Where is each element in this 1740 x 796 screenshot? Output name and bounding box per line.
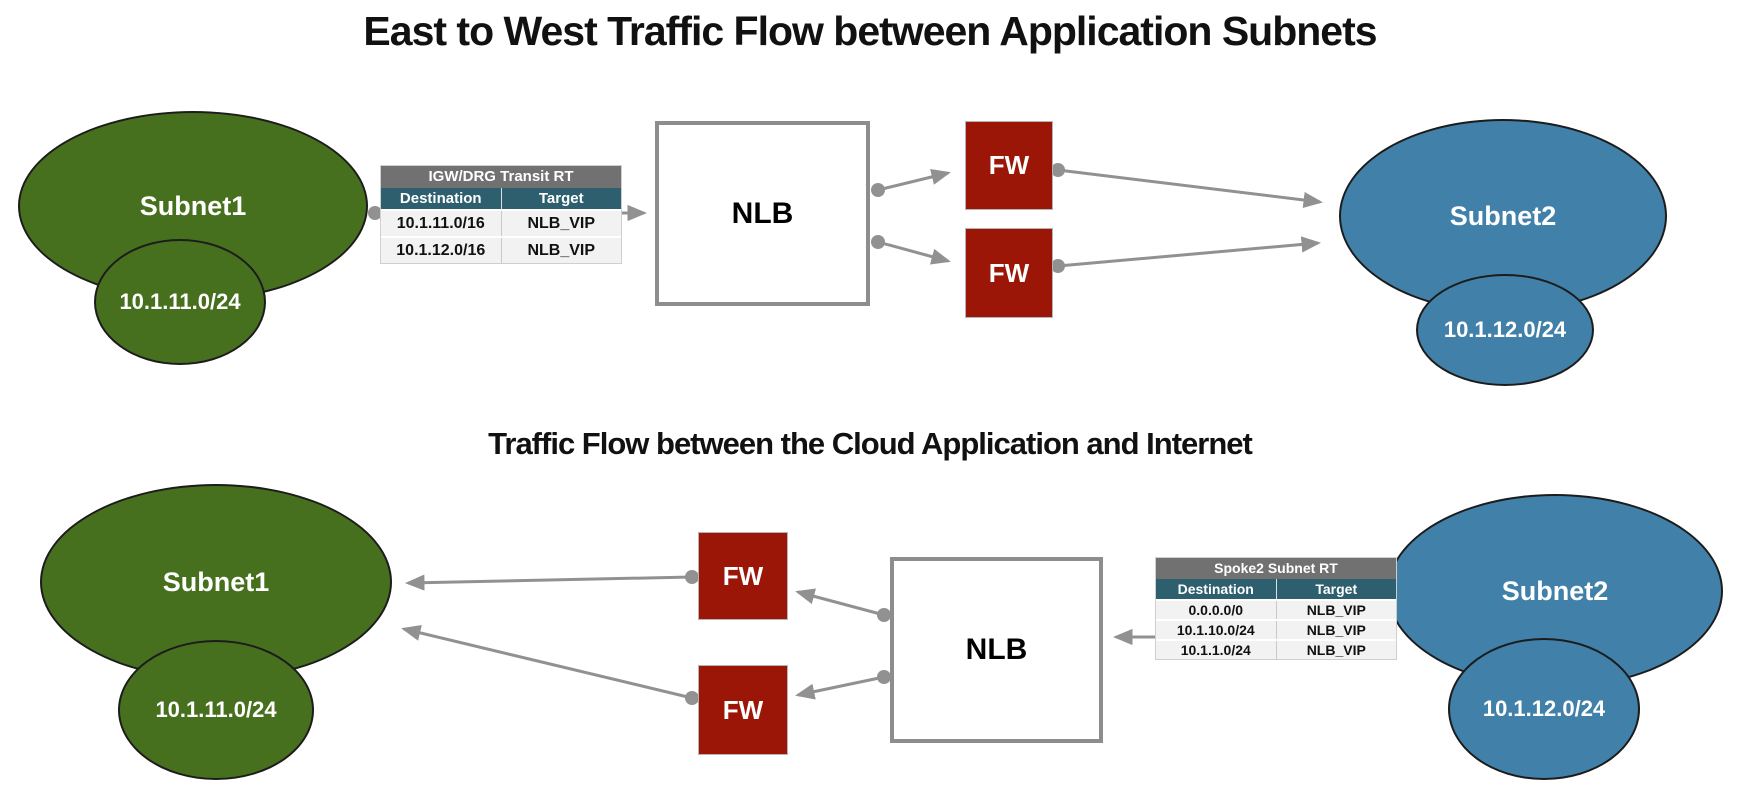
diagram1-route-table-header: Destination Target [381, 188, 621, 209]
diagram2-arrow-nlb-to-fw1 [795, 588, 885, 617]
diagram1-subnet1-cidr-ellipse: 10.1.11.0/24 [94, 239, 266, 365]
cell-target: NLB_VIP [1275, 621, 1397, 639]
diagram1-arrow-fw1-to-subnet2 [1057, 168, 1323, 209]
diagram2-subnet2-cidr-ellipse: 10.1.12.0/24 [1448, 638, 1640, 780]
cell-destination: 10.1.12.0/16 [396, 242, 486, 259]
cell-target: NLB_VIP [1275, 641, 1397, 659]
cell-target: NLB_VIP [1275, 601, 1397, 619]
diagram1-route-table-title: IGW/DRG Transit RT [381, 166, 621, 188]
column-header-target: Target [1275, 579, 1397, 599]
diagram1-arrow-nlb-to-fw1 [877, 169, 951, 192]
diagram1-firewall1-box: FW [965, 121, 1053, 210]
diagram1-title: East to West Traffic Flow between Applic… [363, 8, 1377, 54]
diagram2-arrow-fw1-to-subnet1 [405, 574, 693, 591]
diagram2-firewall2-label: FW [722, 694, 764, 725]
diagram2-subnet2-label: Subnet2 [1501, 575, 1609, 606]
table-row: 0.0.0.0/0 NLB_VIP [1156, 599, 1396, 619]
diagram1-subnet2-cidr-label: 10.1.12.0/24 [1443, 317, 1567, 342]
diagram1-firewall2-label: FW [988, 257, 1030, 288]
diagram2-route-table: Spoke2 Subnet RT Destination Target 0.0.… [1155, 557, 1397, 660]
cell-destination: 10.1.10.0/24 [1176, 622, 1255, 638]
diagram1-subnet2-label: Subnet2 [1449, 200, 1557, 231]
table-row: 10.1.11.0/16 NLB_VIP [381, 209, 621, 236]
diagram2-subnet1-label: Subnet1 [162, 566, 270, 597]
diagram1-firewall2-box: FW [965, 228, 1053, 318]
diagram2-title: Traffic Flow between the Cloud Applicati… [488, 426, 1253, 461]
table-row: 10.1.10.0/24 NLB_VIP [1156, 619, 1396, 639]
cell-destination: 10.1.1.0/24 [1180, 642, 1251, 658]
cell-destination: 0.0.0.0/0 [1188, 602, 1244, 618]
diagram2-route-table-title: Spoke2 Subnet RT [1156, 558, 1396, 579]
cell-target: NLB_VIP [500, 211, 622, 236]
diagram2-route-table-header: Destination Target [1156, 579, 1396, 599]
diagram2-subnet1-cidr-label: 10.1.11.0/24 [155, 697, 277, 722]
diagram1-nlb-label: NLB [731, 196, 794, 230]
diagram1-arrow-nlb-to-fw2 [877, 240, 951, 265]
diagram1-subnet2-cidr-ellipse: 10.1.12.0/24 [1416, 274, 1594, 386]
column-header-target: Target [500, 188, 622, 209]
diagram2-subnet1-cidr-ellipse: 10.1.11.0/24 [118, 640, 314, 780]
diagram1-subnet1-connection-dot [368, 206, 382, 220]
diagram2-arrow-nlb-to-fw2 [795, 675, 885, 700]
diagram2-firewall1-box: FW [698, 532, 788, 620]
diagram1-arrow-fw2-to-subnet2 [1057, 236, 1321, 268]
cell-target: NLB_VIP [500, 238, 622, 263]
diagram1-firewall1-label: FW [988, 150, 1030, 180]
diagram2-firewall2-box: FW [698, 665, 788, 755]
diagram1-subnet1-label: Subnet1 [139, 190, 247, 221]
diagram2-nlb-box: NLB [890, 557, 1103, 743]
column-header-destination: Destination [399, 190, 482, 207]
table-row: 10.1.1.0/24 NLB_VIP [1156, 639, 1396, 659]
diagram1-route-table: IGW/DRG Transit RT Destination Target 10… [380, 165, 622, 264]
diagram2-subnet2-cidr-label: 10.1.12.0/24 [1482, 696, 1606, 721]
diagram2-nlb-label: NLB [965, 633, 1028, 666]
diagram2-arrow-fw2-to-subnet1 [401, 624, 693, 700]
column-header-destination: Destination [1177, 581, 1254, 597]
diagram1-subnet1-cidr-label: 10.1.11.0/24 [119, 289, 241, 314]
diagram1-nlb-box: NLB [655, 121, 870, 306]
diagram2-firewall1-label: FW [722, 560, 764, 591]
table-row: 10.1.12.0/16 NLB_VIP [381, 236, 621, 263]
cell-destination: 10.1.11.0/16 [396, 215, 485, 232]
